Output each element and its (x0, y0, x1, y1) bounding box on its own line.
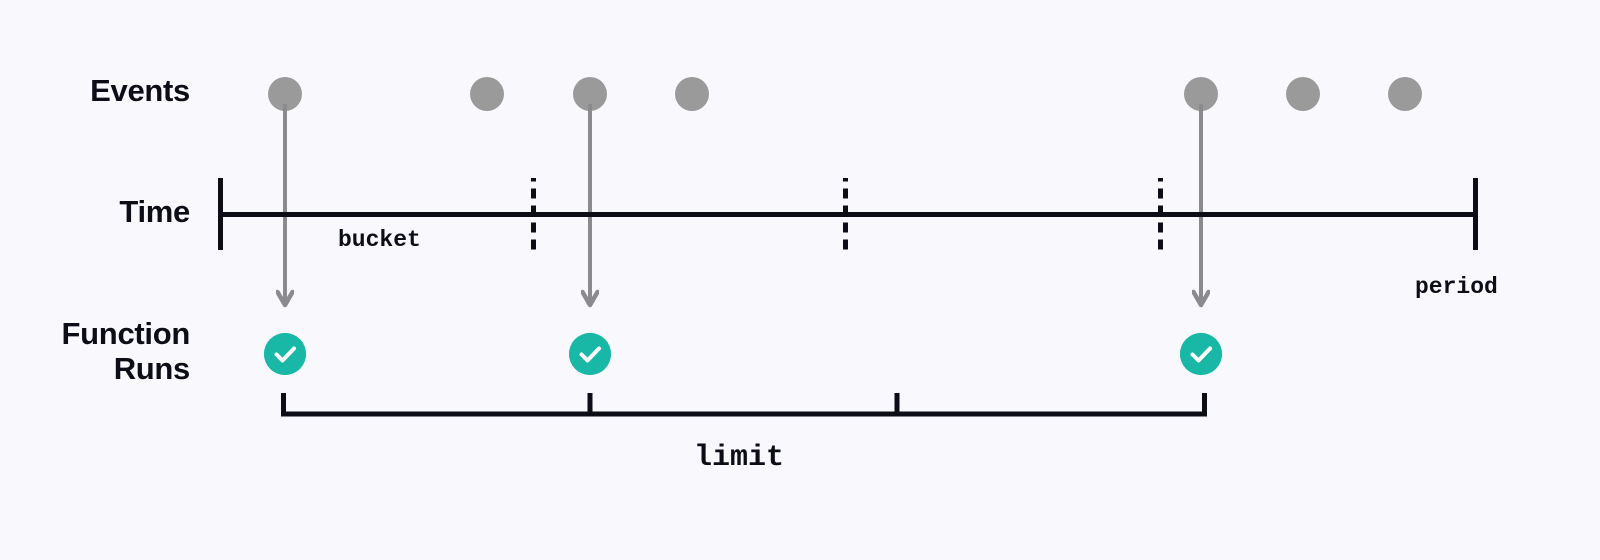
check-icon (264, 333, 306, 375)
down-arrow-icon-2 (581, 104, 599, 312)
down-arrow-icon-1 (276, 104, 294, 312)
bucket-annotation-label: bucket (338, 227, 421, 253)
time-row-label: Time (119, 194, 190, 229)
bucket-divider-3 (1158, 178, 1163, 250)
event-dot-2 (470, 77, 504, 111)
events-row-label: Events (90, 73, 190, 108)
event-dot-4 (675, 77, 709, 111)
event-dot-6 (1286, 77, 1320, 111)
down-arrow-icon-3 (1192, 104, 1210, 312)
limit-annotation-label: limit (694, 441, 785, 475)
bucket-divider-2 (843, 178, 848, 250)
function-runs-row-label: Function Runs (61, 316, 191, 386)
function-run-badge-3 (1180, 333, 1222, 375)
limit-bracket (281, 391, 1207, 417)
check-icon (1180, 333, 1222, 375)
time-axis-line (218, 212, 1478, 217)
check-icon (569, 333, 611, 375)
function-run-badge-2 (569, 333, 611, 375)
function-run-badge-1 (264, 333, 306, 375)
time-axis-end-cap (1473, 178, 1478, 250)
period-annotation-label: period (1415, 274, 1498, 300)
event-dot-7 (1388, 77, 1422, 111)
bucket-divider-1 (531, 178, 536, 250)
time-axis-start-cap (218, 178, 223, 250)
